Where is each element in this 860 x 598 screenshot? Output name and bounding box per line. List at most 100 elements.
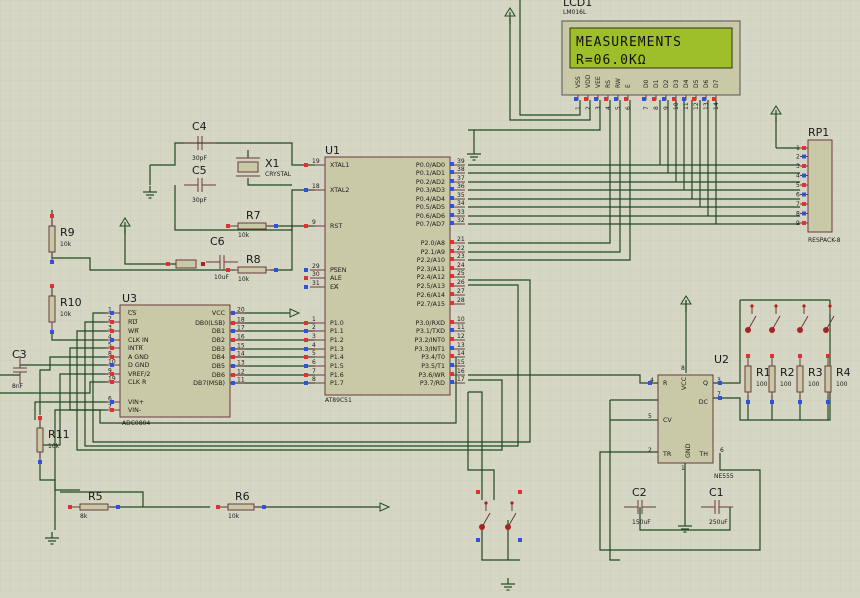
- adc-pin-number: 10: [108, 359, 116, 366]
- power-arrow-head: [504, 7, 516, 17]
- mcu-pin-number: 1: [312, 316, 316, 323]
- switch-s1[interactable]: [745, 304, 757, 333]
- switch-contact: [750, 304, 754, 308]
- pin-state-marker: [304, 338, 308, 342]
- mcu-pin-label: P0.6/AD6: [416, 213, 445, 220]
- pin-state-marker: [642, 97, 646, 101]
- mcu-pin-number: 26: [457, 279, 465, 286]
- lcd-pin-label: D1: [653, 79, 660, 88]
- pin-state-marker: [231, 373, 235, 377]
- mcu-pin-label: P2.1/A9: [421, 249, 445, 256]
- adc-pin-label: CLK IN: [128, 337, 149, 344]
- terminal-arrow: [289, 308, 301, 318]
- switch-s2[interactable]: [769, 304, 781, 333]
- lcd-pin-label: RW: [615, 78, 622, 88]
- switch-contact: [774, 304, 778, 308]
- mcu-pin-number: 5: [312, 350, 316, 357]
- lcd-pin-number: 12: [693, 102, 700, 110]
- lcd-pin-number: 8: [653, 106, 660, 110]
- timer-pin-label: CV: [663, 417, 672, 424]
- wire: [639, 507, 731, 531]
- adc-pin-number: 13: [237, 360, 245, 367]
- part-value: 250uF: [709, 519, 728, 526]
- adc-pin-number: 18: [237, 317, 245, 324]
- switch-s4[interactable]: [823, 304, 835, 333]
- adc-pin-label: VIN+: [128, 399, 144, 406]
- wire: [468, 100, 611, 244]
- mcu-u1[interactable]: U1AT89C5119XTAL118XTAL29RST29PSEN30ALE31…: [310, 144, 465, 404]
- adc-pin-number: 6: [108, 396, 112, 403]
- mcu-pin-label: RST: [330, 223, 342, 230]
- timer-pin-label: TH: [698, 451, 708, 458]
- lcd-module[interactable]: LCD1LM016LMEASUREMENTSR=06.0KΩVSS1VDD2VE…: [561, 0, 741, 110]
- pin-state-marker: [798, 400, 802, 404]
- resistor-pack-pin-number: 2: [796, 154, 800, 161]
- mcu-pin-label: P2.2/A10: [417, 257, 445, 264]
- adc-pin-label: DB0(LSB): [195, 320, 225, 327]
- timer-pin-label: DC: [699, 399, 709, 406]
- pin-state-marker: [110, 338, 114, 342]
- adc-ref: U3: [122, 292, 137, 305]
- resistor-body: [48, 295, 56, 323]
- mcu-pin-label: P3.5/T1: [421, 363, 445, 370]
- mcu-pin-label: P2.5/A13: [417, 283, 445, 290]
- mcu-pin-number: 9: [312, 219, 316, 226]
- mcu-pin-number: 35: [457, 192, 465, 199]
- mcu-pin-number: 8: [312, 376, 316, 383]
- part-value: 30pF: [192, 197, 207, 204]
- pin-state-marker: [584, 97, 588, 101]
- mcu-pin-number: 6: [312, 359, 316, 366]
- lcd-pin-number: 5: [615, 106, 622, 110]
- pin-state-marker: [304, 373, 308, 377]
- pin-state-marker: [682, 97, 686, 101]
- switch-s6[interactable]: [505, 501, 517, 530]
- switch-s5[interactable]: [479, 501, 491, 530]
- mcu-pin-number: 34: [457, 200, 465, 207]
- wire: [468, 100, 601, 131]
- adc-pin-label: A GND: [128, 354, 149, 361]
- pin-state-marker: [304, 276, 308, 280]
- mcu-pin-label: P0.3/AD3: [416, 187, 445, 194]
- adc-pin-number: 20: [237, 307, 245, 314]
- pin-state-marker: [450, 187, 454, 191]
- timer-pin-label: Q: [703, 380, 708, 387]
- timer-pin-label: GND: [685, 443, 692, 458]
- lcd-pin-number: 2: [585, 106, 592, 110]
- part-ref: C4: [192, 120, 207, 133]
- mcu-pin-number: 22: [457, 245, 465, 252]
- part-ref: R8: [246, 253, 261, 266]
- mcu-pin-number: 32: [457, 217, 465, 224]
- pin-state-marker: [518, 490, 522, 494]
- lcd-line-2: R=06.0KΩ: [576, 53, 647, 68]
- pin-state-marker: [826, 400, 830, 404]
- adc-body: [119, 304, 231, 418]
- wire: [54, 409, 108, 491]
- lcd-screen: [569, 27, 733, 69]
- wire: [0, 381, 108, 394]
- lcd-pin-label: D2: [663, 79, 670, 88]
- switch-s3[interactable]: [797, 304, 809, 333]
- part-value: 10uF: [214, 274, 229, 281]
